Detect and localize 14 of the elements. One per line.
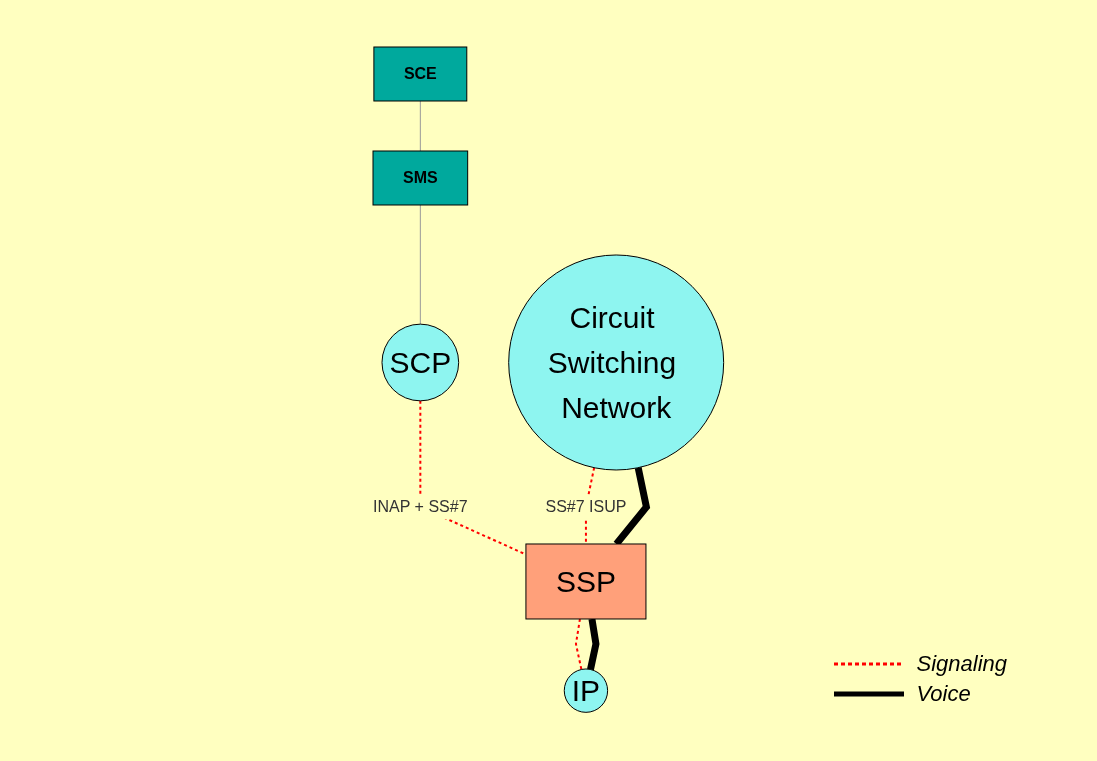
node-box: SCE — [373, 46, 468, 102]
connector — [575, 618, 583, 671]
edge-label: INAP + SS#7 — [373, 498, 468, 516]
connector — [420, 100, 421, 152]
node-box: SMS — [372, 150, 469, 206]
edge-label: SS#7 ISUP — [545, 498, 627, 516]
node-box: SSP — [525, 543, 647, 620]
node-circle: Circuit Switching Network — [508, 254, 725, 471]
legend-label: Signaling — [916, 651, 1007, 677]
legend-label: Voice — [916, 681, 971, 707]
connector — [587, 618, 600, 671]
node-circle: IP — [563, 668, 609, 714]
node-circle: SCP — [381, 324, 460, 402]
connector — [420, 204, 421, 326]
